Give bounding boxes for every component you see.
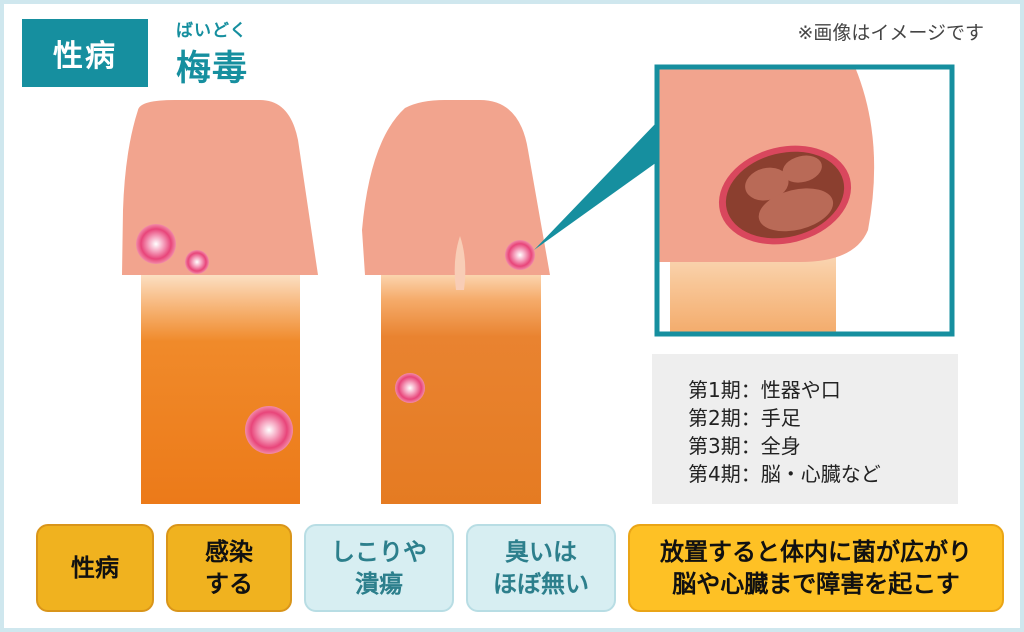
feature-lumps-button: しこりや潰瘍 [304, 524, 454, 612]
stages-box: 第1期：性器や口 第2期：手足 第3期：全身 第4期：脳・心臓など [652, 354, 958, 504]
stage-item: 第4期：脳・心臓など [688, 462, 881, 486]
image-note: ※画像はイメージです [797, 22, 984, 44]
middle-head [362, 100, 550, 275]
middle-figure [362, 100, 550, 504]
lesion-icon [245, 406, 293, 454]
lesion-icon [395, 373, 425, 403]
lesion-icon [505, 240, 535, 270]
middle-frenulum [454, 236, 466, 290]
left-shaft [141, 272, 300, 504]
stage-item: 第3期：全身 [688, 434, 801, 458]
ulcer-icon [718, 145, 852, 245]
left-figure [122, 100, 318, 504]
title-ruby: ばいどく [176, 21, 248, 41]
zoom-callout-icon [534, 122, 657, 250]
feature-infectious-button: 感染する [166, 524, 292, 612]
feature-std-button: 性病 [36, 524, 154, 612]
stage-item: 第1期：性器や口 [688, 378, 841, 402]
category-tag: 性病 [22, 19, 148, 87]
page-title: 梅毒 [176, 49, 249, 89]
stage-item: 第2期：手足 [688, 406, 801, 430]
zoom-box [654, 64, 955, 337]
feature-odor-button: 臭いはほぼ無い [466, 524, 616, 612]
feature-progression-button: 放置すると体内に菌が広がり脳や心臓まで障害を起こす [628, 524, 1004, 612]
lesion-icon [185, 250, 209, 274]
lesion-icon [136, 224, 176, 264]
